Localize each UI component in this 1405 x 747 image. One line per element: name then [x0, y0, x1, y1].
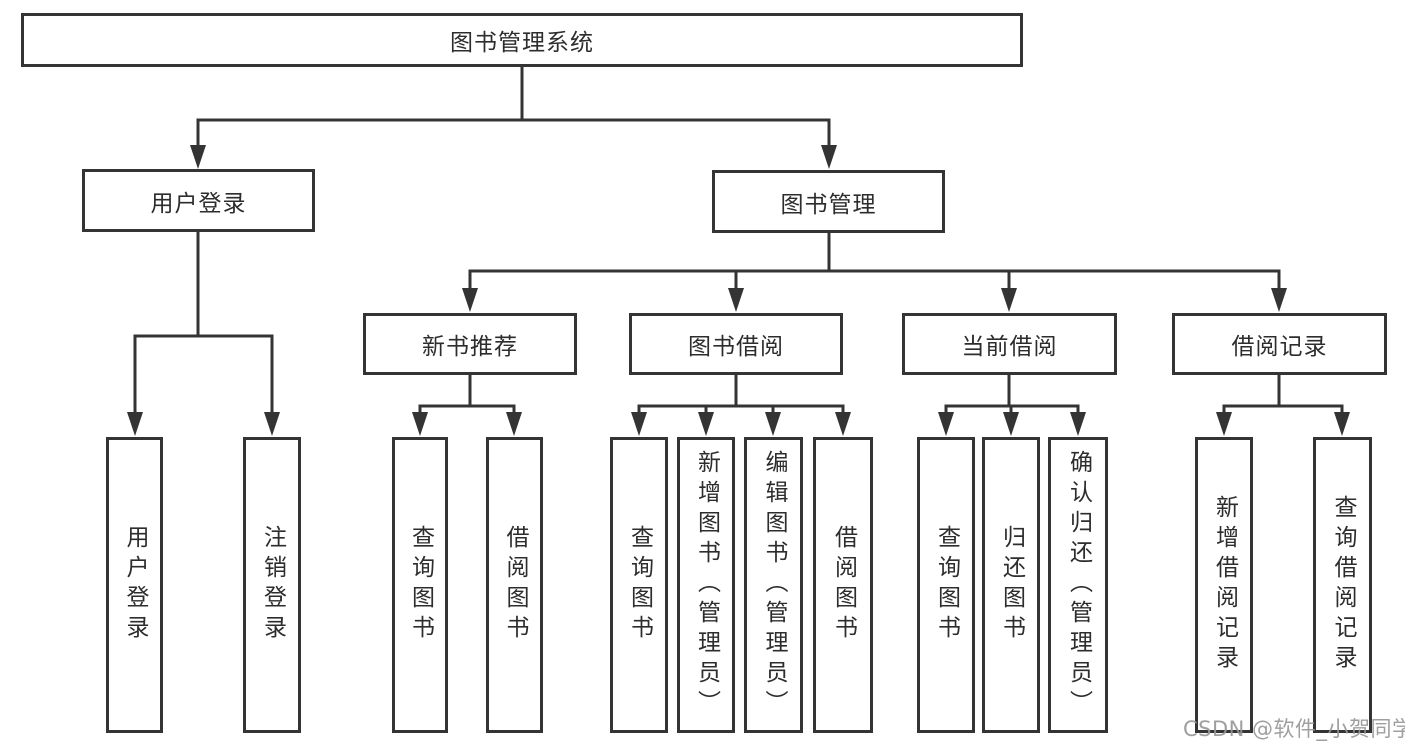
leaf-add-book-admin: 新增图书（管理员）	[677, 437, 735, 733]
leaf-label: 归还图书	[998, 525, 1025, 645]
node-book-management-branch: 图书管理	[712, 170, 945, 233]
node-root: 图书管理系统	[21, 13, 1023, 67]
leaf-label: 查询图书	[933, 525, 960, 645]
leaf-label: 用户登录	[122, 525, 148, 645]
leaf-label: 新增借阅记录	[1211, 495, 1238, 675]
leaf-confirm-return-admin: 确认归还（管理员）	[1048, 437, 1108, 733]
leaf-label: 查询图书	[626, 525, 653, 645]
leaf-label: 查询借阅记录	[1330, 495, 1356, 675]
node-user-login-branch: 用户登录	[82, 169, 315, 232]
leaf-return-book: 归还图书	[982, 437, 1040, 733]
leaf-label: 借阅图书	[830, 525, 857, 645]
node-book-borrow: 图书借阅	[629, 313, 843, 375]
leaf-query-books-borrow: 查询图书	[610, 437, 668, 733]
leaf-label: 新增图书（管理员）	[693, 450, 720, 720]
leaf-query-books-recommend: 查询图书	[392, 437, 448, 733]
leaf-add-borrow-record: 新增借阅记录	[1195, 437, 1253, 733]
leaf-user-login: 用户登录	[106, 437, 163, 733]
node-borrow-records: 借阅记录	[1172, 313, 1387, 375]
leaf-label: 查询图书	[407, 525, 434, 645]
leaf-query-books-current: 查询图书	[917, 437, 975, 733]
leaf-borrow-books-recommend: 借阅图书	[486, 437, 543, 733]
leaf-query-borrow-record: 查询借阅记录	[1313, 437, 1372, 733]
leaf-label: 注销登录	[259, 525, 286, 645]
node-new-book-recommend: 新书推荐	[363, 313, 577, 375]
leaf-logout: 注销登录	[243, 437, 301, 733]
csdn-watermark: CSDN @软件_小贺同学	[1183, 717, 1405, 741]
node-current-borrow: 当前借阅	[902, 313, 1117, 375]
leaf-label: 借阅图书	[502, 525, 528, 645]
leaf-borrow-books: 借阅图书	[813, 437, 873, 733]
leaf-label: 确认归还（管理员）	[1065, 450, 1092, 720]
arrowhead-icons	[127, 145, 1350, 436]
leaf-edit-book-admin: 编辑图书（管理员）	[744, 437, 803, 733]
leaf-label: 编辑图书（管理员）	[761, 450, 787, 720]
